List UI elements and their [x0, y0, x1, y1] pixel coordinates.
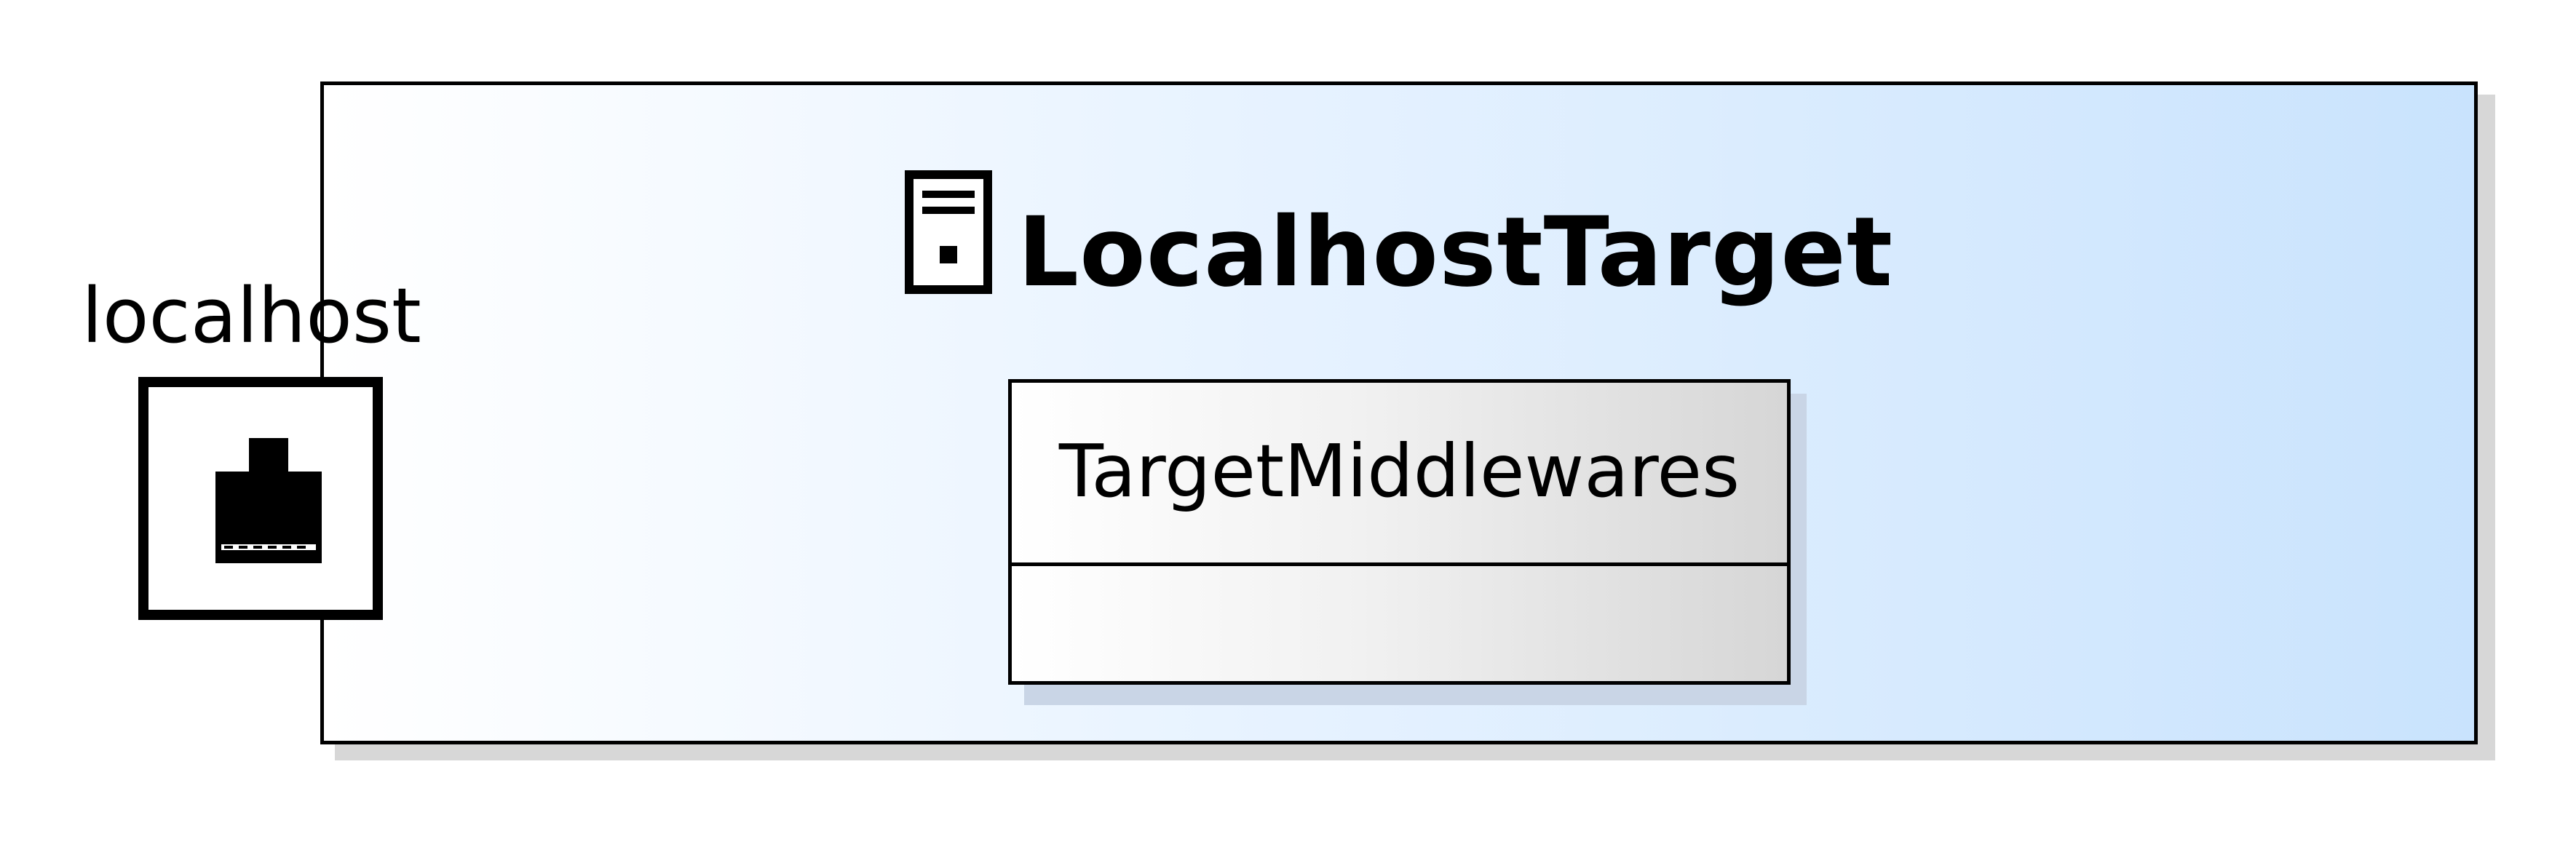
- localhost-port: [138, 377, 383, 620]
- network-port-icon: [215, 438, 322, 563]
- class-name: TargetMiddlewares: [1058, 429, 1740, 514]
- port-label: localhost: [82, 271, 421, 360]
- class-divider: [1012, 562, 1787, 566]
- localhost-target-component: LocalhostTarget TargetMiddlewares: [320, 81, 2478, 744]
- component-title: LocalhostTarget: [1018, 196, 1893, 309]
- server-icon: [905, 170, 992, 294]
- component-title-row: LocalhostTarget: [324, 170, 2474, 314]
- target-middlewares-class: TargetMiddlewares: [1008, 379, 1791, 685]
